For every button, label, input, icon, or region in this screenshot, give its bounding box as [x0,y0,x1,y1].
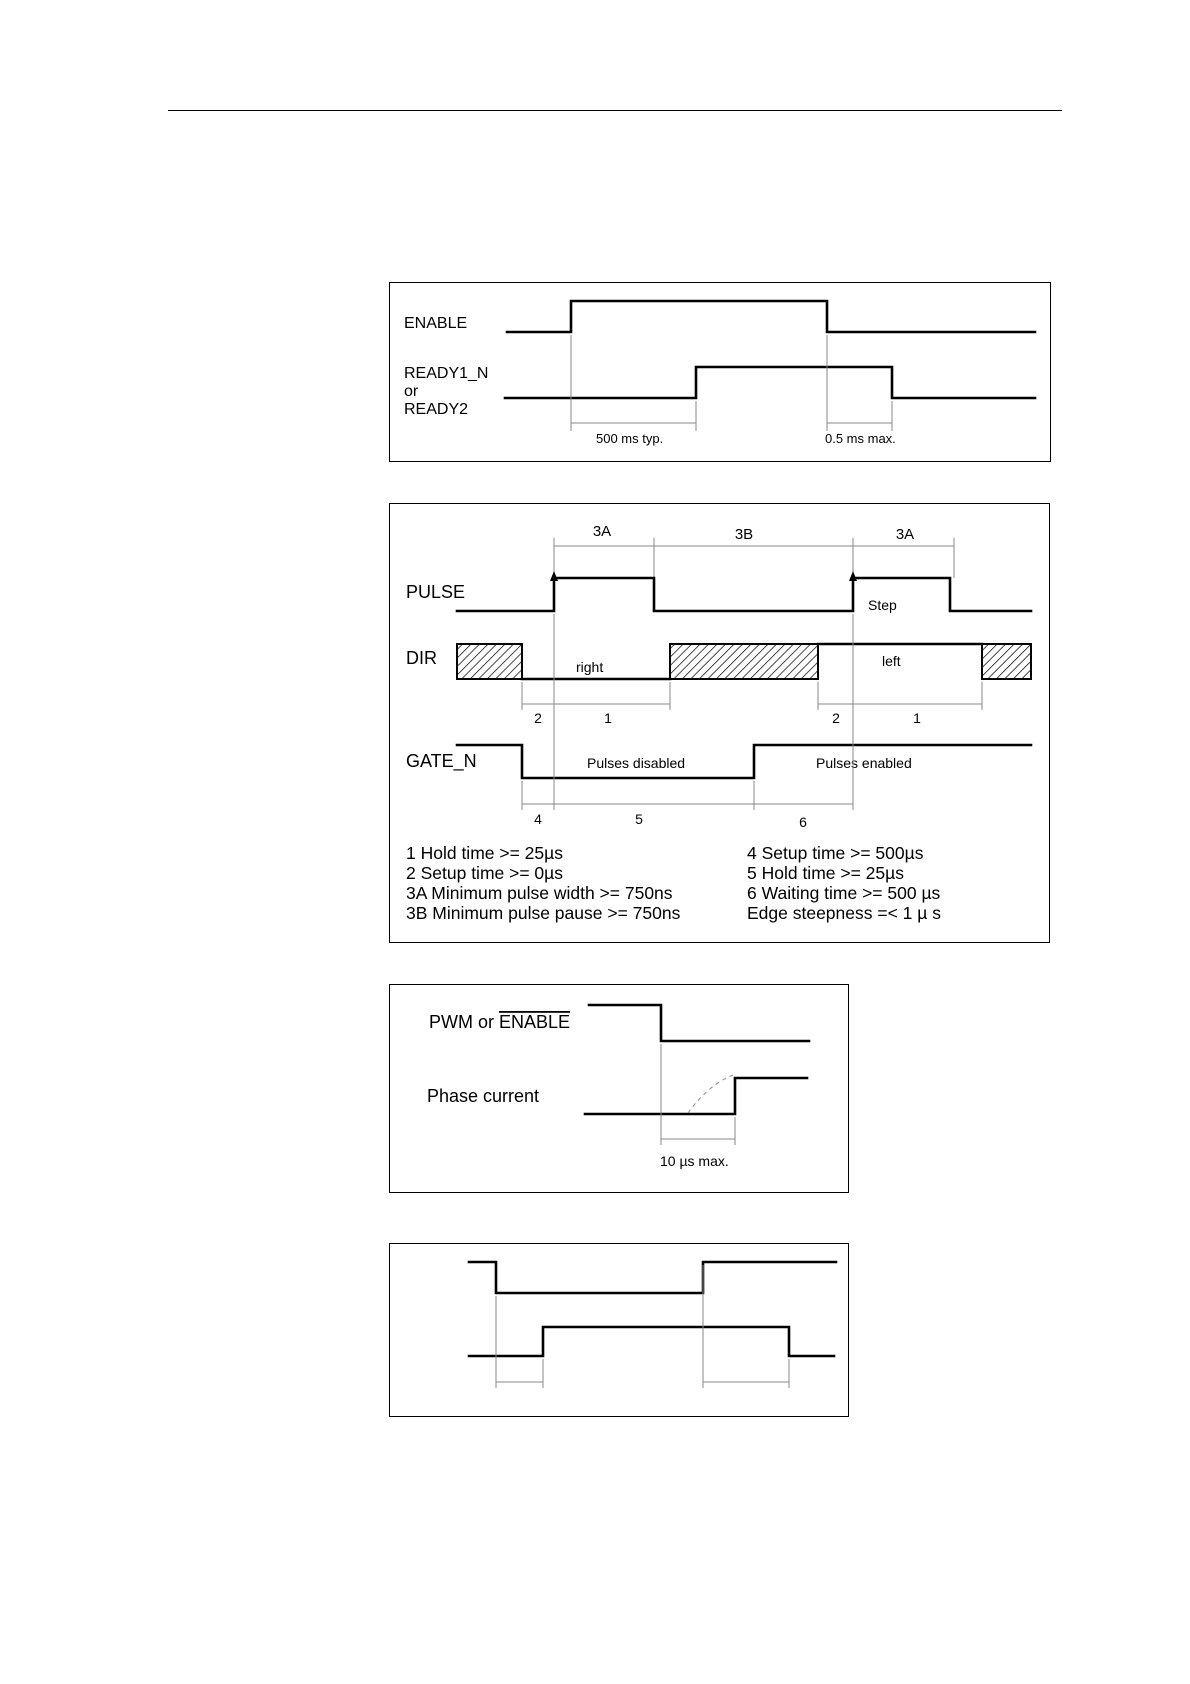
lower-waveform [467,1325,836,1358]
ready-label-line3: READY2 [404,401,468,418]
gate-label: GATE_N [406,751,477,772]
pulse-waveform [455,576,1033,613]
pulse-label: PULSE [406,582,465,602]
legend-item: 5 Hold time >= 25µs [747,863,904,883]
enable-ready-dimension-lines [570,335,893,431]
pulses-enabled-label: Pulses enabled [816,755,912,771]
time-500ms-label: 500 ms typ. [596,431,663,446]
marker-2-right: 2 [832,710,840,726]
time-10us-label: 10 µs max. [660,1153,729,1169]
marker-1-right: 1 [913,710,921,726]
dir-left-label: left [882,653,901,669]
ready-label-line2: or [404,383,419,400]
dir-dimension-lines [521,614,983,710]
diagram-enable-ready-svg: ENABLE READY1_N or READY2 500 ms typ. 0.… [404,299,1037,446]
dir-undefined-region-2 [669,643,819,680]
pwm-dimension-lines [660,1044,736,1145]
dir-label: DIR [406,648,437,668]
dir-undefined-region-1 [456,643,523,680]
diagram-pulse-dir-gate-svg: 3A 3B 3A PULSE Step DIR right left [406,523,1033,923]
ready-label-line1: READY1_N [404,365,488,382]
marker-1-left: 1 [604,710,612,726]
pulses-disabled-label: Pulses disabled [587,755,685,771]
diagram-unlabeled-timing-svg [467,1260,838,1388]
marker-6: 6 [799,814,807,830]
enable-overbar-text: ENABLE [499,1012,570,1032]
pwm-enable-label: PWM or ENABLE [429,1012,570,1032]
legend-item: 3B Minimum pulse pause >= 750ns [406,903,681,923]
phase-current-label: Phase current [427,1086,539,1106]
segment-dimension-lines [553,538,955,578]
legend-item: 1 Hold time >= 25µs [406,843,563,863]
segment-3a-right-label: 3A [896,526,914,543]
segment-3b-label: 3B [735,526,753,543]
phase-current-waveform [583,1076,809,1116]
marker-5: 5 [635,811,643,827]
segment-3a-left-label: 3A [593,523,611,540]
pulse-rising-edge-arrow-2 [849,571,857,581]
ready-waveform [503,365,1037,400]
pulse-rising-edge-arrow-1 [550,571,558,581]
header-rule [168,110,1062,111]
diagram-pwm-phase-current-svg: PWM or ENABLE Phase current 10 µs max. [427,1003,811,1169]
legend-item: 4 Setup time >= 500µs [747,843,924,863]
legend-item: 3A Minimum pulse width >= 750ns [406,883,673,903]
diagram-enable-ready: ENABLE READY1_N or READY2 500 ms typ. 0.… [389,282,1051,462]
marker-4: 4 [534,811,542,827]
diagram-pulse-dir-gate: 3A 3B 3A PULSE Step DIR right left [389,503,1050,943]
gate-dimension-lines [521,710,854,810]
time-05ms-label: 0.5 ms max. [825,431,896,446]
phase-current-rise-curve [687,1074,734,1114]
legend-item: Edge steepness =< 1 µ s [747,903,941,923]
dir-undefined-region-3 [981,643,1032,680]
step-label: Step [868,597,897,613]
marker-2-left: 2 [534,710,542,726]
legend-item: 6 Waiting time >= 500 µs [747,883,941,903]
legend-item: 2 Setup time >= 0µs [406,863,563,883]
timing-legend-right: 4 Setup time >= 500µs 5 Hold time >= 25µ… [747,843,941,923]
dir-right-label: right [576,659,603,675]
unlabeled-dimension-lines [495,1265,790,1388]
upper-waveform [467,1260,838,1295]
pwm-waveform [587,1003,811,1043]
enable-waveform [505,299,1037,334]
pwm-prefix: PWM or [429,1012,499,1032]
diagram-pwm-phase-current: PWM or ENABLE Phase current 10 µs max. [389,984,849,1193]
gate-waveform [455,743,1033,780]
timing-legend-left: 1 Hold time >= 25µs 2 Setup time >= 0µs … [406,843,681,923]
diagram-unlabeled-timing [389,1243,849,1417]
enable-label: ENABLE [404,315,467,332]
